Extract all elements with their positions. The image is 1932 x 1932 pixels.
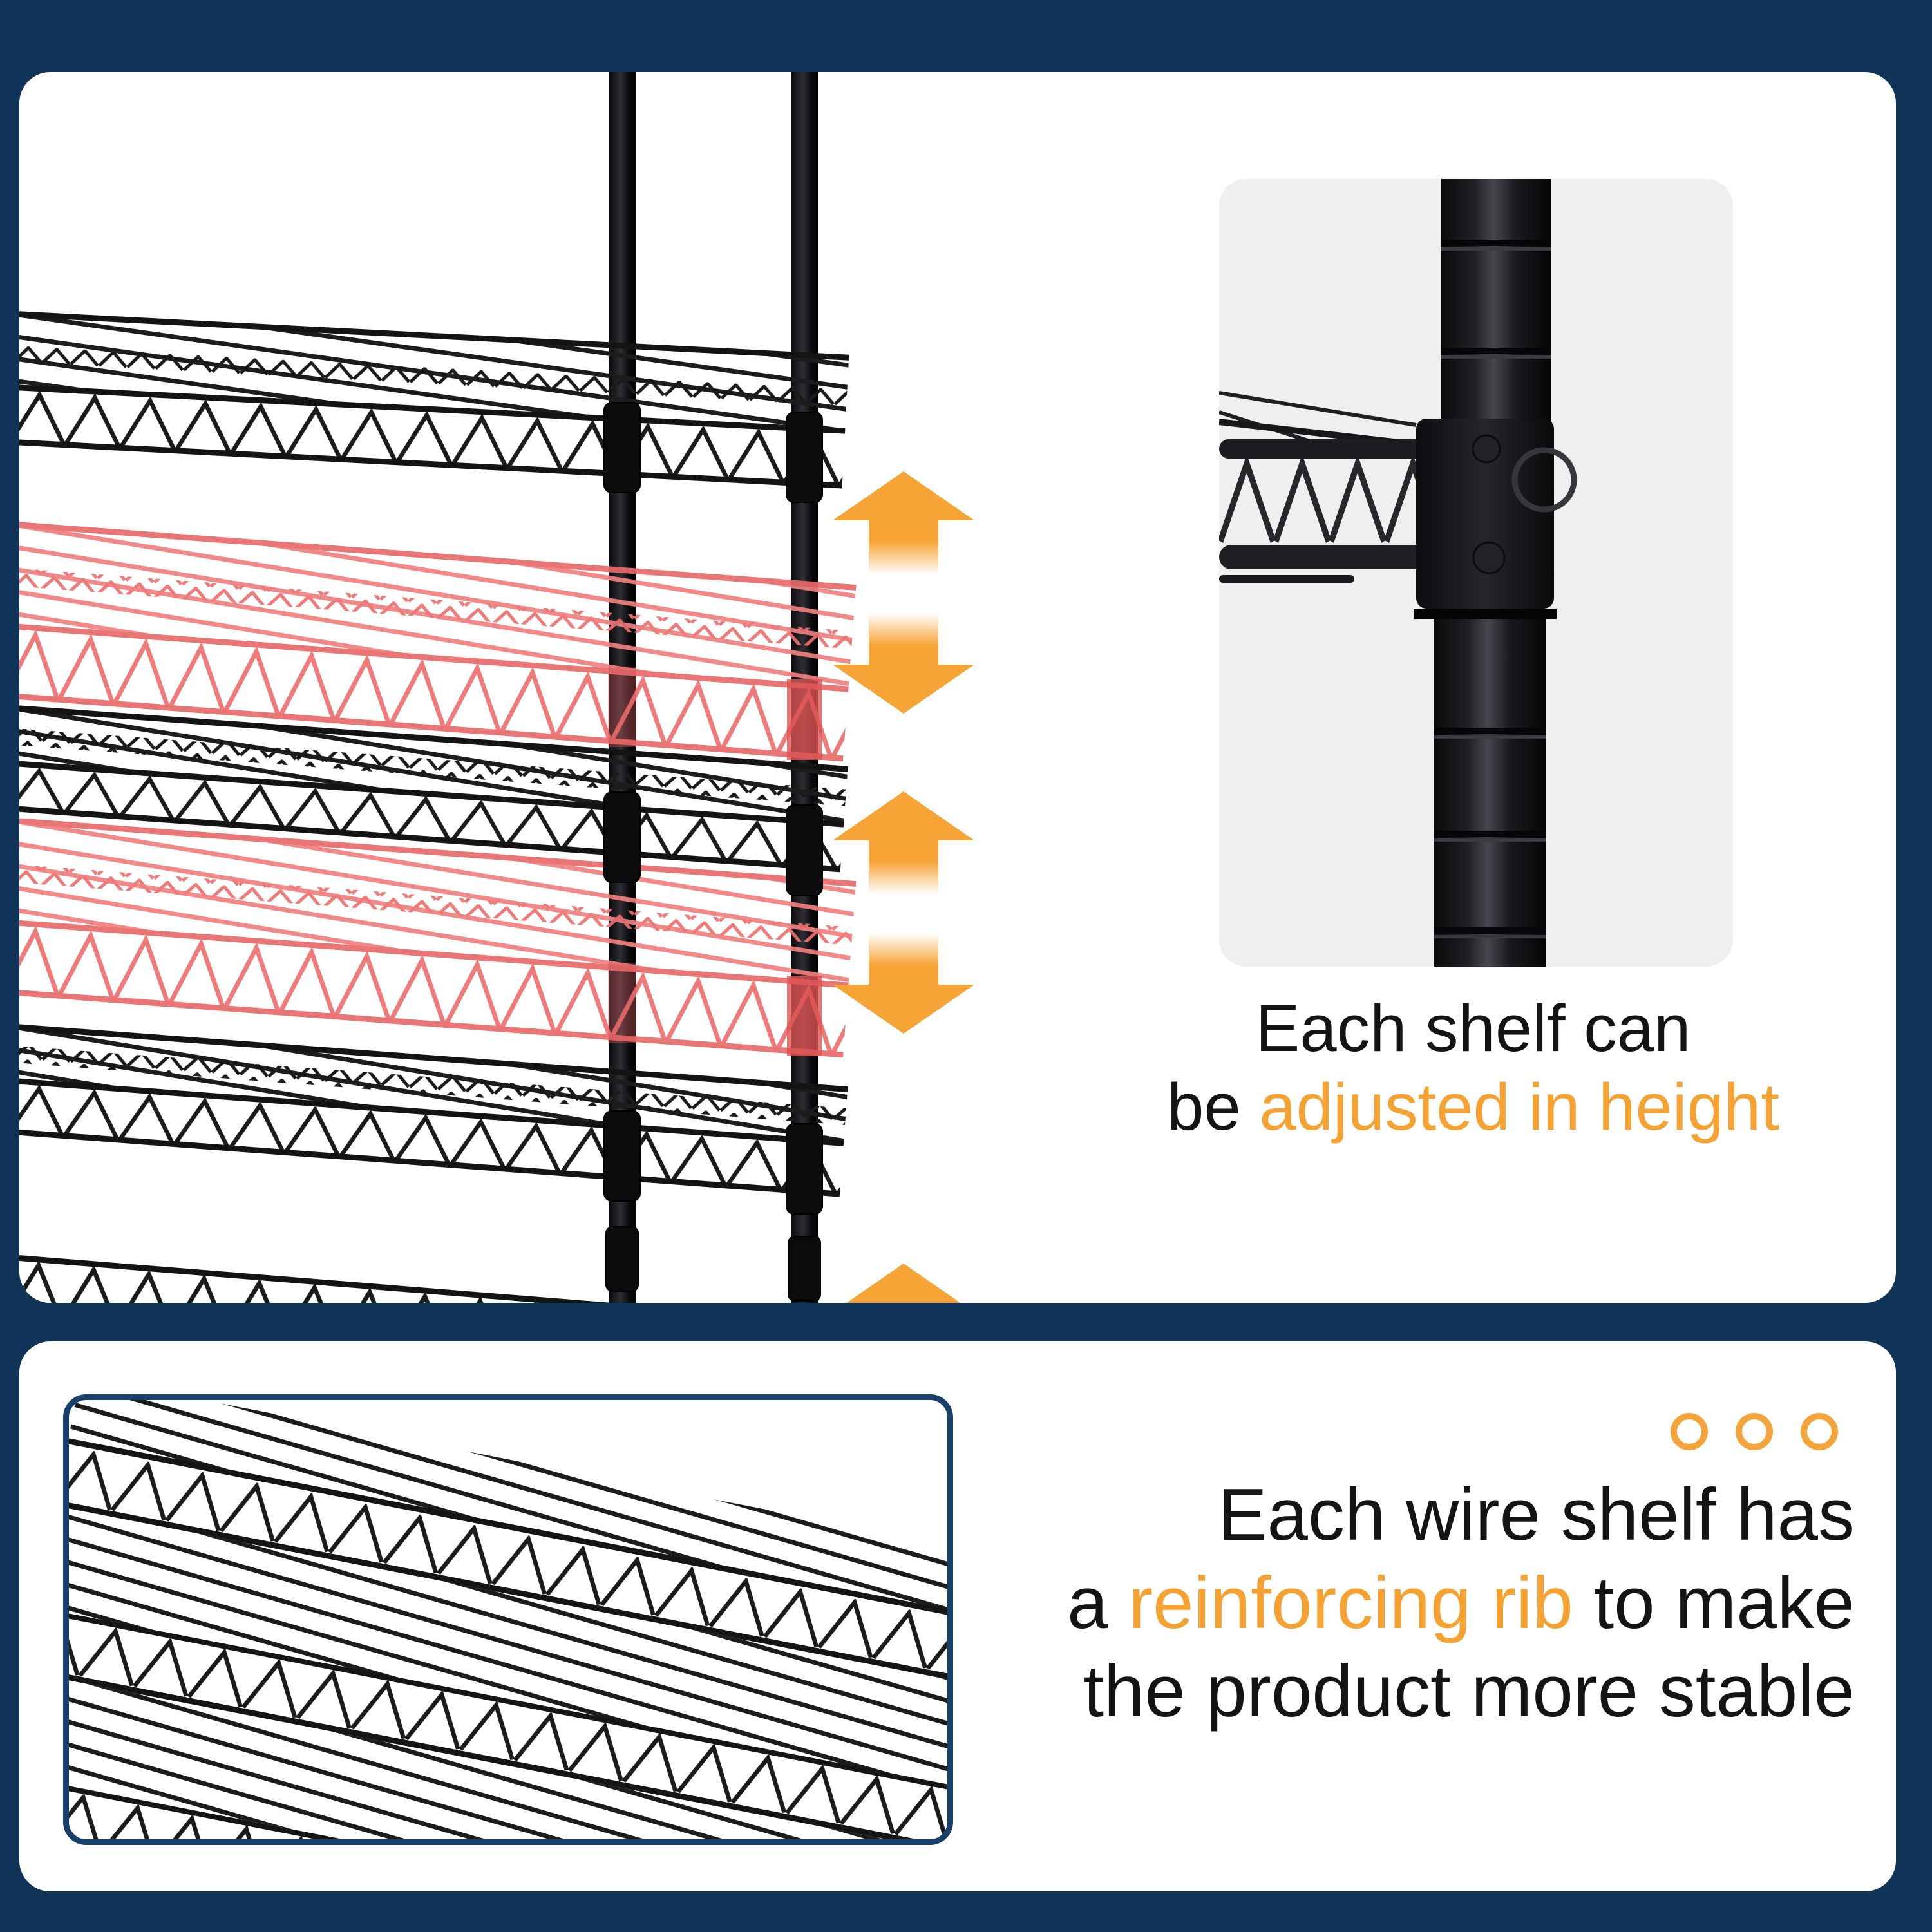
- red-highlight-shelf-2: [19, 818, 857, 1058]
- bottom-caption-line2: a reinforcing rib to make: [1067, 1562, 1855, 1644]
- up-arrow-icon: [833, 791, 974, 840]
- black-shelf-1: [19, 311, 849, 489]
- red-highlight-shelf-1: [19, 522, 857, 762]
- up-arrow-icon-partial: [833, 1264, 974, 1303]
- red-shelf-pole-overlays: [608, 667, 822, 1056]
- adjust-arrows-2: [833, 791, 974, 1034]
- down-arrow-icon: [833, 665, 974, 714]
- collar-logo-icon: [1511, 447, 1577, 513]
- black-shelf-fragment: [19, 1255, 621, 1303]
- pole-collars: [603, 402, 823, 1302]
- decor-circle-row: [1671, 1413, 1864, 1450]
- black-shelf-3: [19, 1024, 848, 1197]
- top-caption-line2: be adjusted in height: [1167, 1070, 1779, 1144]
- bottom-caption: Each wire shelf has a reinforcing rib to…: [824, 1471, 1855, 1736]
- decor-circle-icon: [1736, 1413, 1773, 1450]
- adjust-arrows-1: [833, 471, 974, 714]
- up-arrow-icon: [833, 471, 974, 520]
- rack-photo: [19, 72, 974, 1303]
- highlight-text: reinforcing rib: [1128, 1562, 1573, 1644]
- rib-closeup-photo: [69, 1400, 947, 1839]
- bottom-caption-line1: Each wire shelf has: [1218, 1474, 1855, 1556]
- down-arrow-icon: [833, 985, 974, 1034]
- highlight-text: adjusted in height: [1259, 1070, 1779, 1144]
- pole-closeup-photo: [1219, 179, 1577, 967]
- decor-circle-icon: [1801, 1413, 1838, 1450]
- top-caption-line1: Each shelf can: [1255, 991, 1691, 1065]
- top-caption: Each shelf can be adjusted in height: [992, 989, 1932, 1146]
- decor-circle-icon: [1671, 1413, 1708, 1450]
- rib-closeup-frame: [63, 1394, 953, 1845]
- bottom-caption-line3: the product more stable: [1083, 1651, 1855, 1732]
